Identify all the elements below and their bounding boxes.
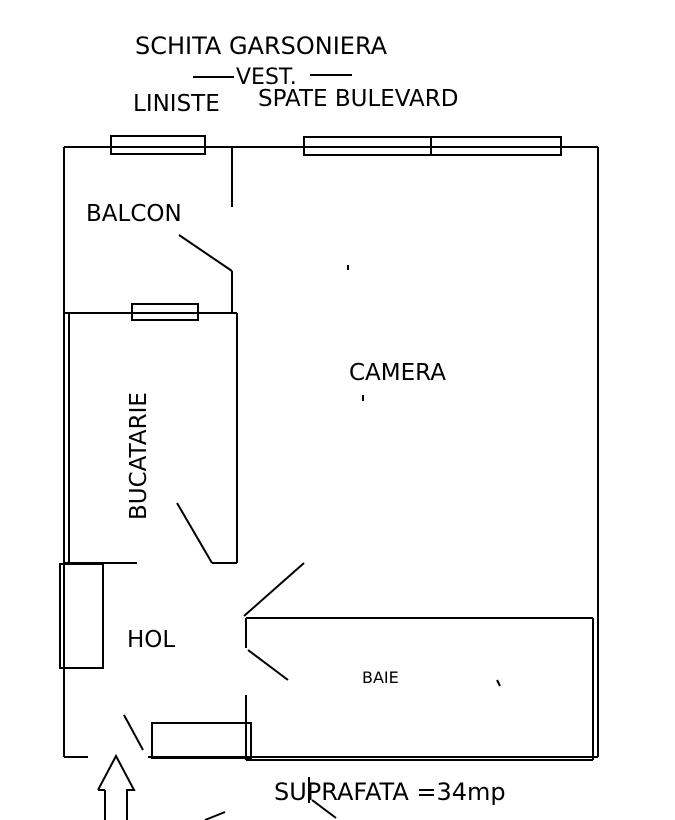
mark-footer-diag xyxy=(311,799,337,819)
room-label-hol: HOL xyxy=(127,627,175,653)
room-label-baie: BAIE xyxy=(362,668,399,687)
cabinet-hol xyxy=(151,722,252,759)
mark-baie xyxy=(496,679,501,687)
window-camera-2 xyxy=(430,136,562,156)
note-spate-bulevard: SPATE BULEVARD xyxy=(258,86,459,112)
mark-footer-left xyxy=(204,811,226,820)
room-label-bucatarie: BUCATARIE xyxy=(126,392,152,520)
room-label-balcon: BALCON xyxy=(86,201,182,227)
window-balcon xyxy=(110,135,206,155)
area-label: SUPRAFATA =34mp xyxy=(274,778,506,806)
entrance-arrow-icon xyxy=(97,753,136,820)
orientation-label: VEST. xyxy=(236,65,297,90)
room-label-camera: CAMERA xyxy=(349,360,446,386)
door-entrance xyxy=(123,714,144,751)
door-bucatarie xyxy=(176,502,213,564)
note-liniste: LINISTE xyxy=(133,91,220,117)
door-camera xyxy=(243,562,305,617)
door-baie xyxy=(247,649,289,681)
plan-title: SCHITA GARSONIERA xyxy=(135,32,388,60)
window-bucatarie xyxy=(131,303,199,321)
door-balcon xyxy=(178,234,233,272)
closet-hol xyxy=(59,563,104,669)
